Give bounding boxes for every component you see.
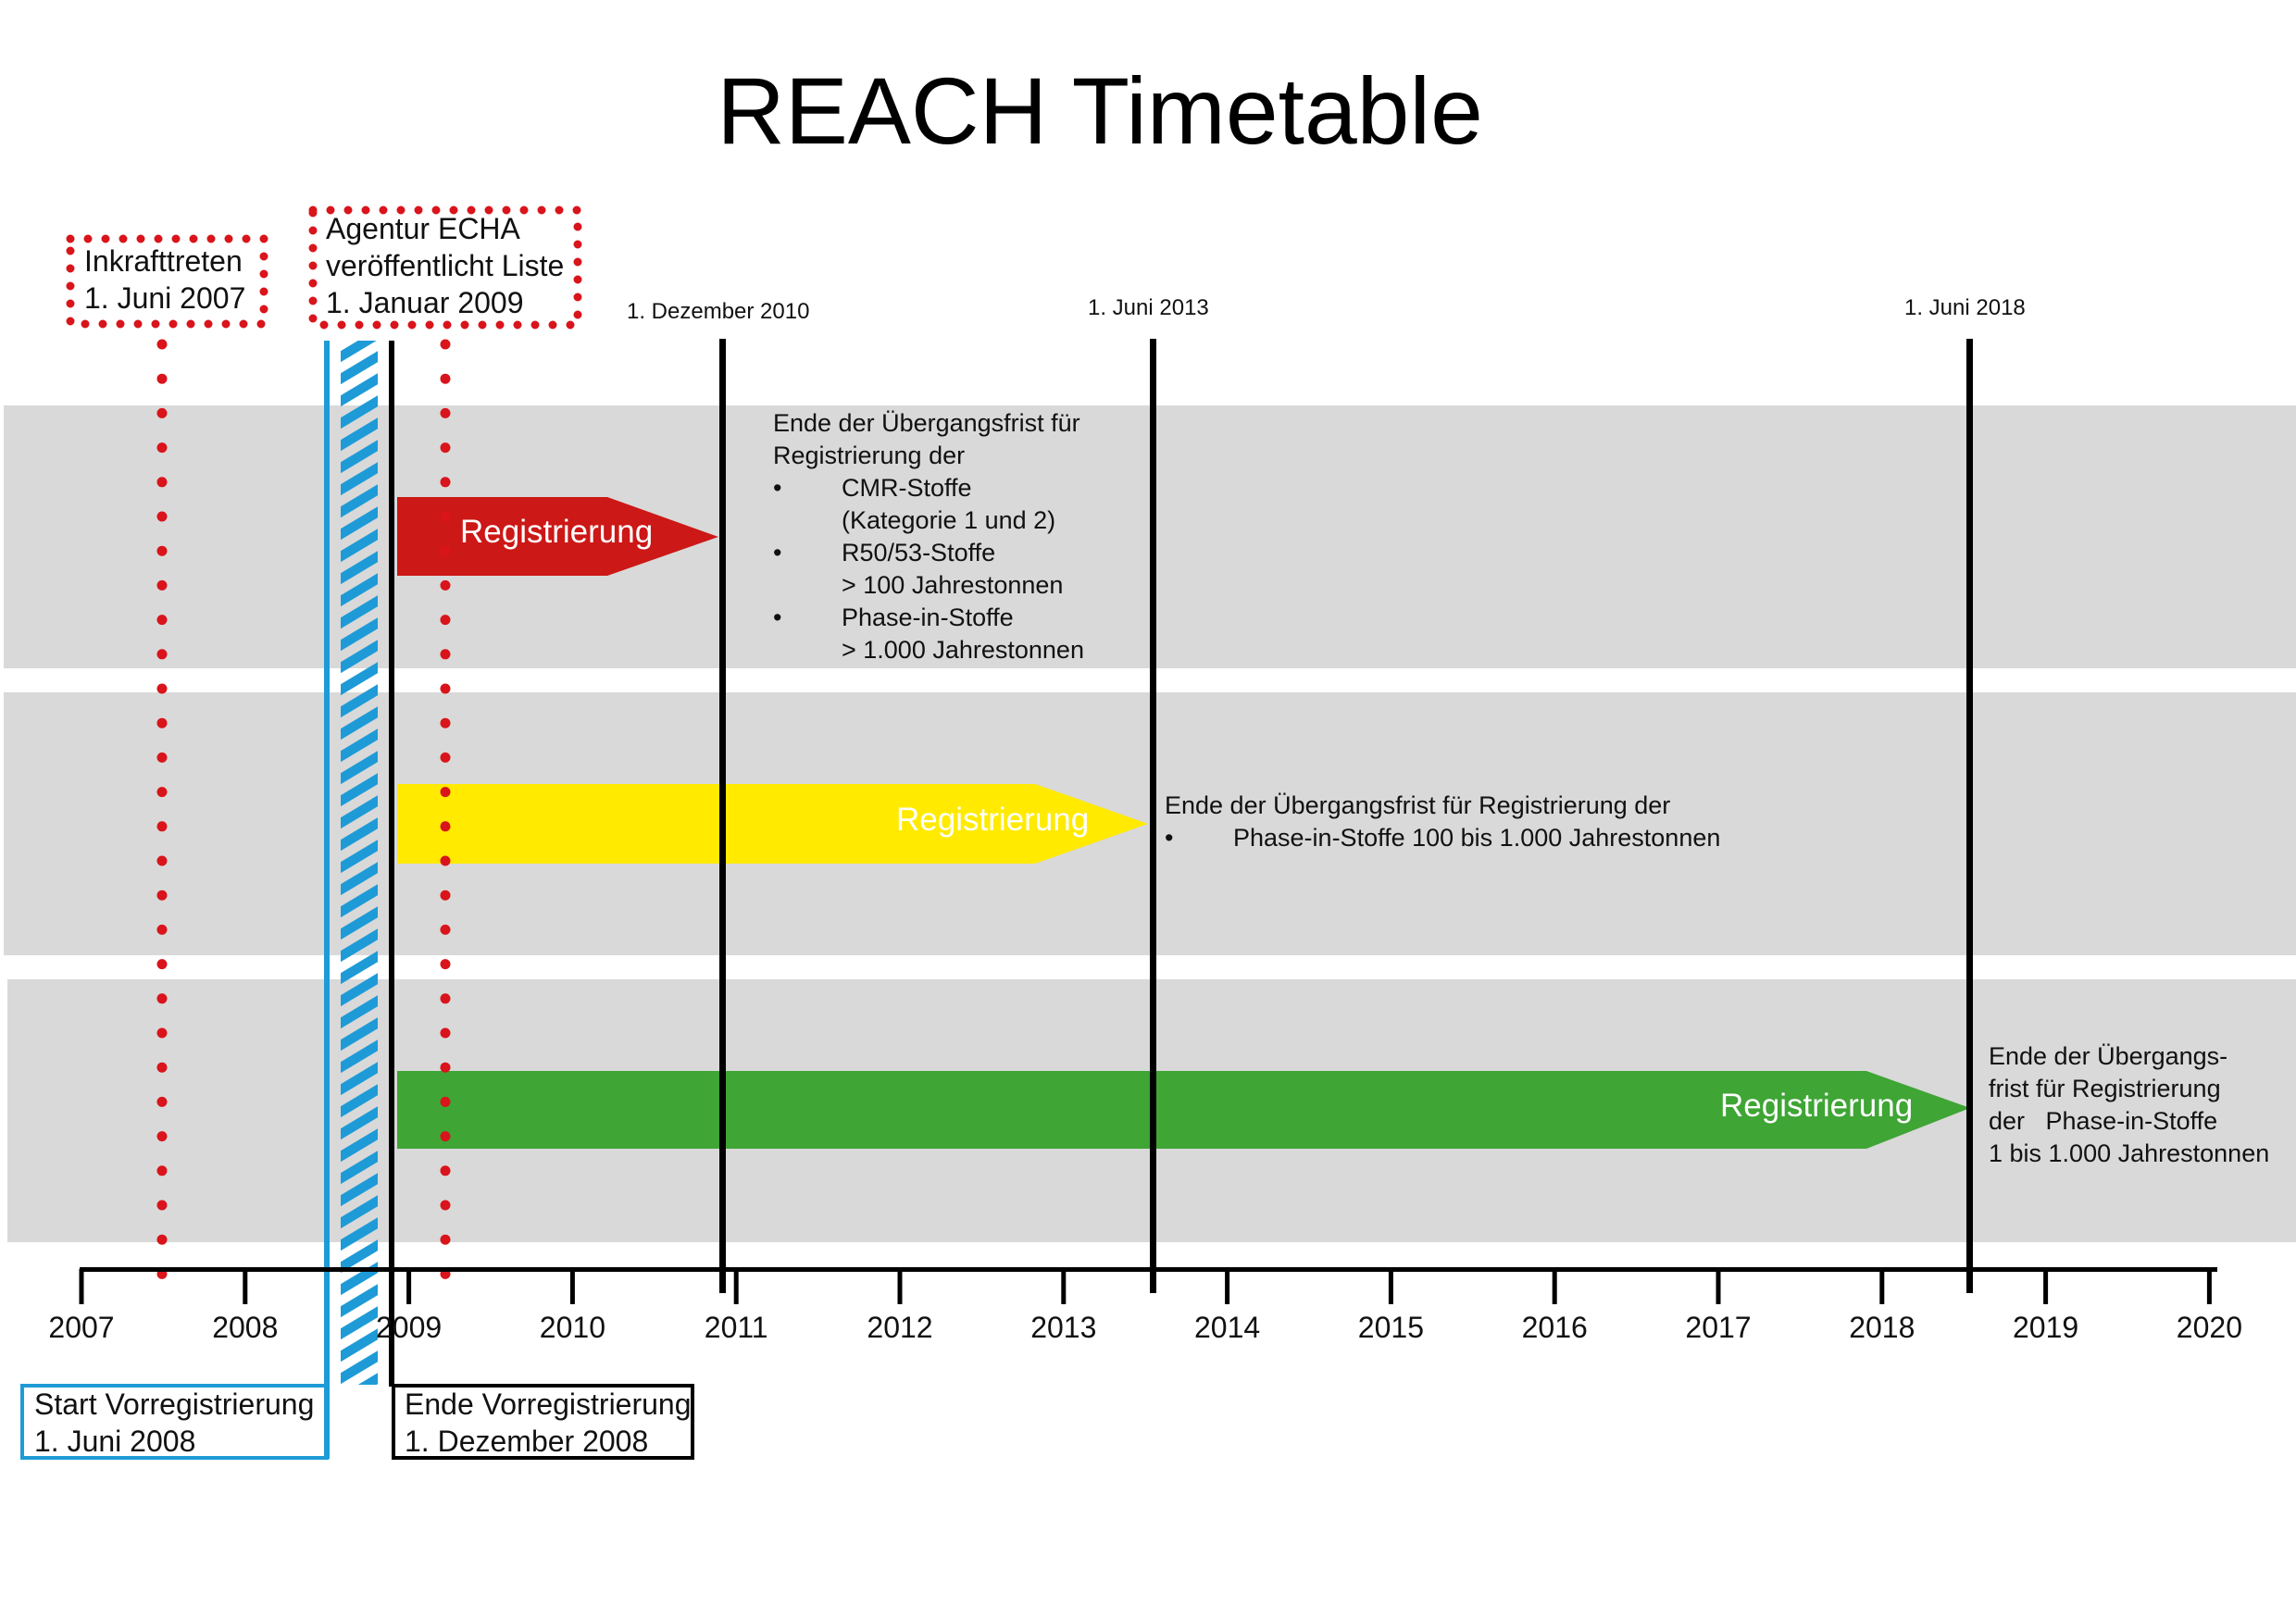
row-2-bullet-text: Phase-in-Stoffe 100 bis 1.000 Jahrestonn…: [1233, 824, 1721, 852]
year-label-2015: 2015: [1357, 1311, 1424, 1344]
row-1-bullet-2: • R50/53-Stoffe: [773, 537, 1084, 569]
axis-tick-2008: [243, 1269, 248, 1304]
year-label-2018: 2018: [1849, 1311, 1915, 1344]
row-3-desc-line-1: Ende der Übergangs-: [1989, 1042, 2228, 1070]
row-2-bullet: • Phase-in-Stoffe 100 bis 1.000 Jahresto…: [1165, 822, 1720, 854]
bullet-2-glyph: •: [773, 539, 782, 566]
axis-tick-2013: [1061, 1269, 1067, 1304]
axis-tick-2020: [2206, 1269, 2212, 1304]
echa-label: Agentur ECHA veröffentlicht Liste 1. Jan…: [326, 210, 564, 321]
axis-tick-2007: [79, 1269, 84, 1304]
bullet-1-glyph: •: [773, 474, 782, 502]
milestone-line-2010: [719, 339, 726, 1293]
year-label-2014: 2014: [1194, 1311, 1261, 1344]
axis-tick-2010: [569, 1269, 575, 1304]
row-3-description: Ende der Übergangs- frist für Registrier…: [1989, 1040, 2269, 1170]
inkrafttreten-line-1: Inkrafttreten: [84, 244, 243, 278]
echa-line-3: 1. Januar 2009: [326, 286, 524, 319]
bullet-2-line-2: > 100 Jahrestonnen: [842, 571, 1064, 599]
echa-line-1: Agentur ECHA: [326, 212, 520, 245]
ende-vorregistrierung-line: [389, 341, 394, 1387]
year-label-2016: 2016: [1521, 1311, 1588, 1344]
row-1-description: Ende der Übergangsfrist für Registrierun…: [773, 407, 1084, 666]
echa-line-2: veröffentlicht Liste: [326, 249, 565, 282]
year-label-2010: 2010: [539, 1311, 605, 1344]
arrow-row-3-green: [397, 1071, 1970, 1149]
row-2-bullet-glyph: •: [1165, 824, 1174, 852]
arrow-row-1-red: [397, 497, 718, 576]
arrow-row-3-label: Registrierung: [1720, 1088, 1914, 1124]
bullet-3-line-1: Phase-in-Stoffe: [842, 604, 1014, 631]
ende-vorregistrierung-box: [392, 1384, 694, 1460]
date-label-2010: 1. Dezember 2010: [627, 299, 810, 324]
axis-tick-2018: [1879, 1269, 1885, 1304]
axis-line: [80, 1267, 2217, 1272]
axis-tick-2014: [1225, 1269, 1230, 1304]
date-label-2013: 1. Juni 2013: [1088, 295, 1209, 320]
echa-box: [308, 205, 582, 330]
row-2-desc-line-1: Ende der Übergangsfrist für Registrierun…: [1165, 791, 1671, 819]
milestone-line-2013: [1150, 339, 1156, 1293]
ende-vorreg-line-2: 1. Dezember 2008: [405, 1425, 649, 1458]
milestone-line-2018: [1966, 339, 1973, 1293]
pre-registration-hatch: [341, 341, 378, 1385]
bullet-3-glyph: •: [773, 604, 782, 631]
year-label-2009: 2009: [376, 1311, 443, 1344]
row-3-desc-line-3: der Phase-in-Stoffe: [1989, 1107, 2218, 1135]
start-vorreg-line-2: 1. Juni 2008: [34, 1425, 196, 1458]
row-1-bullet-1: • CMR-Stoffe: [773, 472, 1084, 504]
bullet-1-line-2: (Kategorie 1 und 2): [842, 506, 1056, 534]
axis-tick-2012: [897, 1269, 903, 1304]
axis-tick-2016: [1552, 1269, 1557, 1304]
start-vorregistrierung-label: Start Vorregistrierung 1. Juni 2008: [34, 1386, 314, 1460]
ende-vorregistrierung-label: Ende Vorregistrierung 1. Dezember 2008: [405, 1386, 692, 1460]
inkrafttreten-line-2: 1. Juni 2007: [84, 281, 246, 315]
row-2-description: Ende der Übergangsfrist für Registrierun…: [1165, 790, 1720, 854]
ende-vorreg-line-1: Ende Vorregistrierung: [405, 1388, 692, 1421]
arrow-row-2-label: Registrierung: [896, 802, 1090, 838]
axis-tick-2011: [733, 1269, 739, 1304]
time-axis: [79, 1267, 2217, 1304]
start-vorregistrierung-line: [324, 341, 330, 1459]
start-vorreg-line-1: Start Vorregistrierung: [34, 1388, 315, 1421]
year-label-2007: 2007: [48, 1311, 115, 1344]
bullet-3-line-2: > 1.000 Jahrestonnen: [842, 636, 1084, 664]
year-label-2012: 2012: [867, 1311, 933, 1344]
year-label-2019: 2019: [2013, 1311, 2079, 1344]
year-label-2020: 2020: [2176, 1311, 2242, 1344]
start-vorregistrierung-box: [20, 1384, 329, 1460]
axis-tick-2017: [1716, 1269, 1721, 1304]
bullet-2-line-1: R50/53-Stoffe: [842, 539, 996, 566]
page-title: REACH Timetable: [717, 58, 1483, 164]
row-1-desc-line-1: Ende der Übergangsfrist für: [773, 409, 1080, 437]
axis-tick-2019: [2043, 1269, 2049, 1304]
inkrafttreten-label: Inkrafttreten 1. Juni 2007: [84, 243, 245, 317]
arrow-row-1-label: Registrierung: [460, 514, 654, 550]
year-label-2017: 2017: [1685, 1311, 1752, 1344]
axis-tick-2009: [406, 1269, 412, 1304]
axis-tick-2015: [1388, 1269, 1393, 1304]
year-label-2011: 2011: [704, 1311, 768, 1344]
row-3-desc-line-2: frist für Registrierung: [1989, 1075, 2221, 1102]
row-1-bullet-3: • Phase-in-Stoffe: [773, 602, 1084, 634]
row-1-desc-line-2: Registrierung der: [773, 442, 966, 469]
arrow-row-2-yellow: [397, 784, 1148, 864]
row-3-desc-line-4: 1 bis 1.000 Jahrestonnen: [1989, 1139, 2270, 1167]
year-label-2013: 2013: [1030, 1311, 1097, 1344]
date-label-2018: 1. Juni 2018: [1904, 295, 2026, 320]
year-label-2008: 2008: [212, 1311, 279, 1344]
bullet-1-line-1: CMR-Stoffe: [842, 474, 972, 502]
